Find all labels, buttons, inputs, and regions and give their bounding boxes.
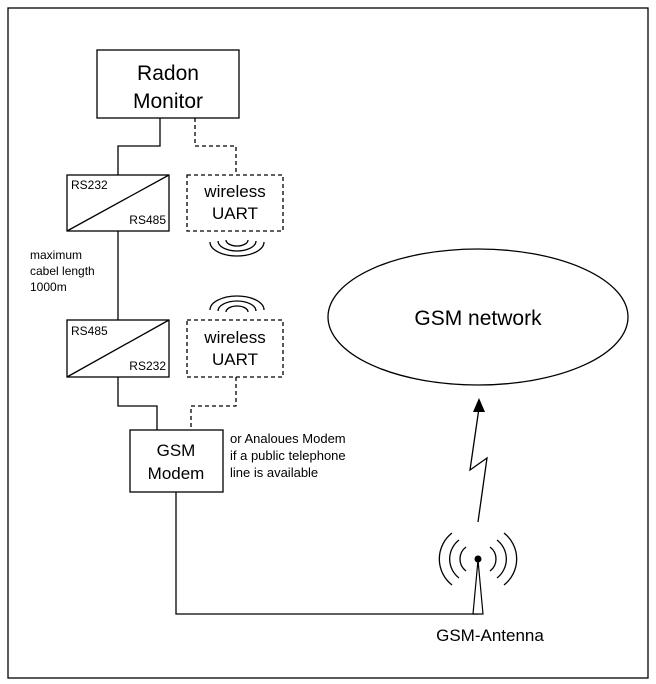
wireless-bottom-label-2: UART <box>212 350 258 369</box>
converter-bottom-diagonal <box>66 319 170 378</box>
cable-note-line-3: 1000m <box>30 280 67 294</box>
wireless-top-box <box>186 174 284 232</box>
converter-bottom-output-label: RS232 <box>129 359 166 373</box>
radio-link-lightning <box>469 407 488 523</box>
gsm-modem-box <box>129 429 224 493</box>
cable-note-line-1: maximum <box>30 248 82 262</box>
gsm-antenna-label: GSM-Antenna <box>436 626 544 645</box>
gsm-antenna-icon <box>438 532 518 615</box>
gsm-modem-label-1: GSM <box>157 441 196 460</box>
gsm-network-ellipse <box>327 248 629 386</box>
wireless-top-label-1: wireless <box>203 182 265 201</box>
gsm-network-label: GSM network <box>414 307 542 330</box>
radio-link-arrow-icon <box>473 398 485 412</box>
wireless-uart-bottom: wireless UART <box>186 319 284 378</box>
converter-top-diagonal <box>66 174 170 232</box>
radon-monitor-label-1: Radon <box>137 62 199 85</box>
diagram-frame <box>7 7 649 679</box>
gsm-modem-node: GSM Modem <box>129 429 224 493</box>
wireless-uart-top: wireless UART <box>186 174 284 232</box>
cable-modem-to-antenna <box>175 492 478 615</box>
converter-top-input-label: RS232 <box>71 178 108 192</box>
dashed-wireless-to-modem <box>190 377 237 430</box>
modem-note-line-3: line is available <box>230 465 318 480</box>
wireless-bottom-box <box>186 319 284 378</box>
wire-monitor-to-converter <box>117 118 161 175</box>
radon-monitor-label-2: Monitor <box>133 90 203 113</box>
converter-rs485-rs232: RS485 RS232 <box>66 319 170 378</box>
wireless-top-signal-icon <box>209 239 265 257</box>
converter-top-output-label: RS485 <box>129 213 166 227</box>
gsm-modem-label-2: Modem <box>148 464 205 483</box>
converter-rs232-rs485: RS232 RS485 <box>66 174 170 232</box>
wireless-top-label-2: UART <box>212 204 258 223</box>
radon-monitor-node: Radon Monitor <box>96 49 240 119</box>
wireless-bottom-label-1: wireless <box>203 328 265 347</box>
radon-monitor-box <box>96 49 240 119</box>
modem-note-line-1: or Analoues Modem <box>230 431 346 446</box>
wire-converter-to-modem <box>117 377 158 430</box>
cable-note-line-2: cabel length <box>30 264 95 278</box>
gsm-network-node: GSM network <box>327 248 629 386</box>
wireless-bottom-signal-icon <box>209 295 265 313</box>
dashed-monitor-to-wireless <box>194 118 237 175</box>
converter-bottom-input-label: RS485 <box>71 324 108 338</box>
modem-note-line-2: if a public telephone <box>230 448 346 463</box>
